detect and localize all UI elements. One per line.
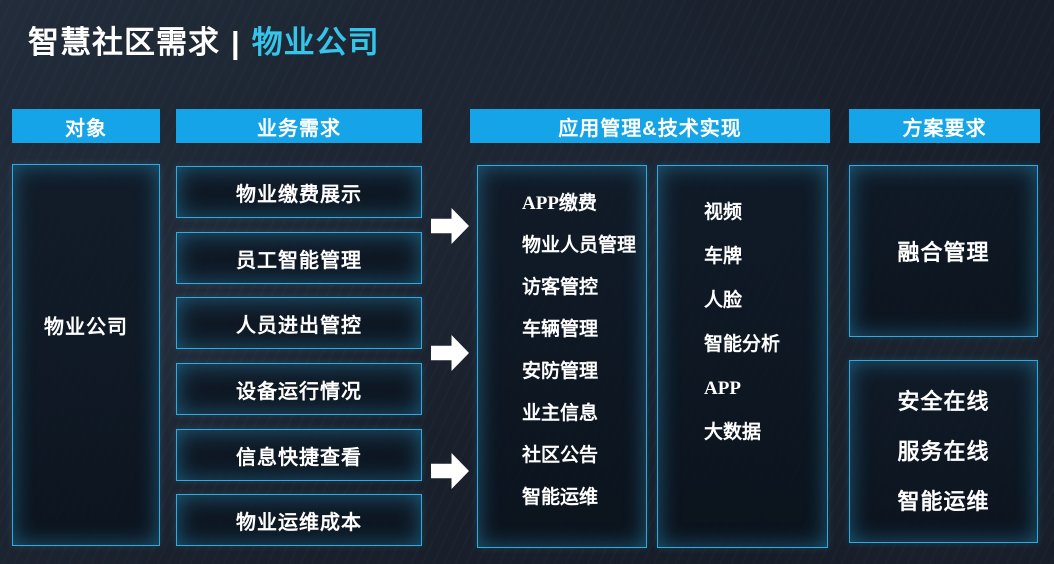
- list-item: 访客管控: [522, 277, 599, 298]
- solution-box-fusion: 融合管理: [849, 165, 1038, 337]
- list-item: 智能运维: [522, 487, 599, 508]
- page-title-main: 智慧社区需求: [28, 25, 220, 60]
- title-separator: |: [231, 25, 241, 60]
- list-item: APP缴费: [522, 193, 597, 214]
- list-item: 车牌: [704, 246, 743, 267]
- business-item-box: 物业运维成本: [176, 494, 422, 546]
- list-item: 业主信息: [522, 403, 599, 424]
- list-item: 安防管理: [522, 361, 599, 382]
- flow-arrow-icon: [431, 335, 469, 371]
- technology-box: 视频 车牌 人脸 智能分析 APP 大数据: [657, 165, 828, 548]
- business-item-box: 信息快捷查看: [176, 429, 422, 481]
- list-item: 人脸: [704, 290, 743, 311]
- business-item-box: 物业缴费展示: [176, 166, 422, 218]
- list-item: 智能分析: [704, 334, 781, 355]
- list-item: 物业人员管理: [522, 235, 637, 256]
- solution-box-fusion-label: 融合管理: [897, 240, 990, 265]
- solution-line: 安全在线: [897, 388, 990, 414]
- list-item: APP: [704, 378, 741, 399]
- list-item: 视频: [704, 202, 743, 223]
- solution-line: 服务在线: [897, 438, 990, 464]
- list-item: 车辆管理: [522, 319, 599, 340]
- technology-list: 视频 车牌 人脸 智能分析 APP 大数据: [658, 166, 827, 455]
- application-functions-list: APP缴费 物业人员管理 访客管控 车辆管理 安防管理 业主信息 社区公告 智能…: [478, 166, 646, 519]
- flow-arrow-icon: [431, 208, 469, 244]
- business-item-box: 设备运行情况: [176, 363, 422, 415]
- column-header-solution: 方案要求: [849, 109, 1040, 143]
- object-box: 物业公司: [12, 164, 160, 546]
- business-item-box: 人员进出管控: [176, 297, 422, 349]
- solution-box-online: 安全在线 服务在线 智能运维: [849, 360, 1038, 543]
- list-item: 大数据: [704, 422, 762, 443]
- column-header-business: 业务需求: [176, 109, 422, 143]
- page-title: 智慧社区需求 | 物业公司: [28, 17, 380, 62]
- object-box-label: 物业公司: [44, 316, 128, 339]
- application-functions-box: APP缴费 物业人员管理 访客管控 车辆管理 安防管理 业主信息 社区公告 智能…: [477, 165, 647, 548]
- page-title-highlight: 物业公司: [251, 25, 380, 60]
- business-item-box: 员工智能管理: [176, 232, 422, 284]
- column-header-application: 应用管理&技术实现: [470, 109, 830, 143]
- column-header-object: 对象: [12, 109, 160, 143]
- list-item: 社区公告: [522, 445, 599, 466]
- solution-line: 智能运维: [897, 488, 990, 514]
- flow-arrow-icon: [431, 453, 469, 489]
